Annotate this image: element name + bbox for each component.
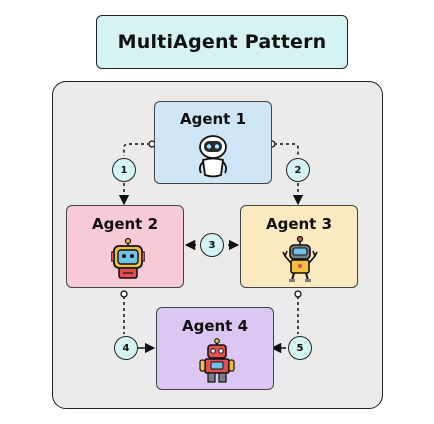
service-robot-icon: [198, 135, 228, 178]
agent-1-label: Agent 1: [179, 110, 247, 128]
connection-badge-1: 1: [112, 158, 136, 182]
agent-3-label: Agent 3: [265, 215, 333, 233]
connection-badge-5: 5: [288, 336, 312, 360]
antenna-robot-icon: [282, 236, 318, 282]
diagram-title: MultiAgent Pattern: [96, 15, 348, 69]
agent-2-label: Agent 2: [91, 215, 159, 233]
agent-4-box: Agent 4: [156, 307, 274, 390]
agent-3-box: Agent 3: [240, 205, 358, 288]
red-robot-icon: [199, 338, 235, 383]
agent-2-box: Agent 2: [66, 205, 184, 288]
robot-head-icon: [111, 238, 145, 279]
connection-badge-4: 4: [114, 336, 138, 360]
agent-4-label: Agent 4: [181, 317, 249, 335]
connection-badge-2: 2: [286, 158, 310, 182]
agent-1-box: Agent 1: [154, 101, 272, 184]
connection-badge-3: 3: [200, 233, 224, 257]
